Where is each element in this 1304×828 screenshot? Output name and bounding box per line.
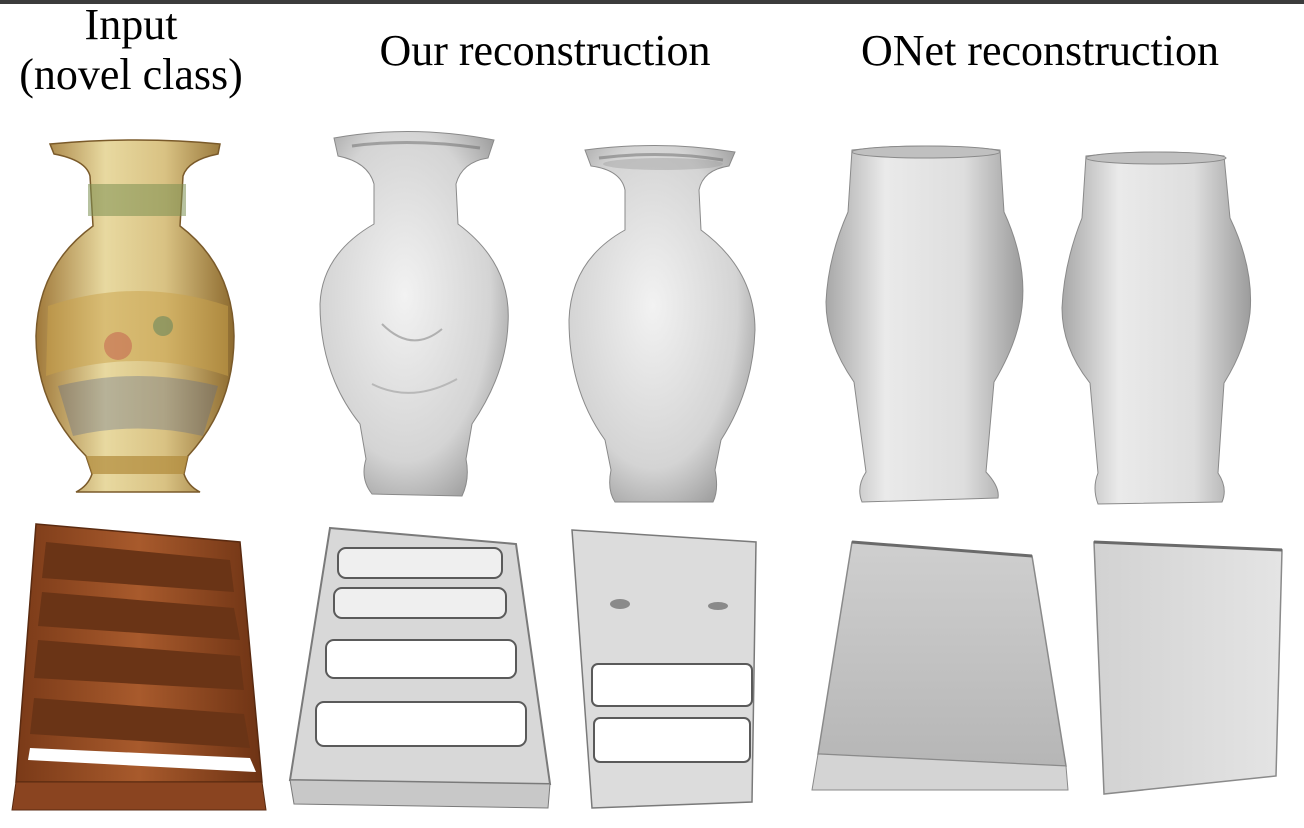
ours-vase-mesh-2 — [563, 140, 763, 510]
top-border — [0, 0, 1304, 4]
ours-bookshelf-mesh-2 — [570, 526, 762, 814]
onet-bookshelf-mesh-1 — [810, 538, 1072, 794]
column-header-input: Input (novel class) — [0, 0, 262, 100]
header-input-line2: (novel class) — [19, 50, 243, 99]
onet-vase-mesh-1 — [822, 142, 1027, 510]
column-header-ours: Our reconstruction — [379, 26, 711, 75]
header-input-line1: Input — [84, 0, 178, 49]
onet-bookshelf-mesh-2 — [1092, 538, 1286, 800]
ours-bookshelf-mesh-1 — [288, 522, 552, 814]
input-vase-image — [28, 136, 248, 506]
column-header-onet: ONet reconstruction — [861, 26, 1219, 75]
onet-vase-mesh-2 — [1058, 148, 1258, 510]
input-bookshelf-image — [11, 520, 267, 815]
ours-vase-mesh-1 — [312, 124, 517, 504]
